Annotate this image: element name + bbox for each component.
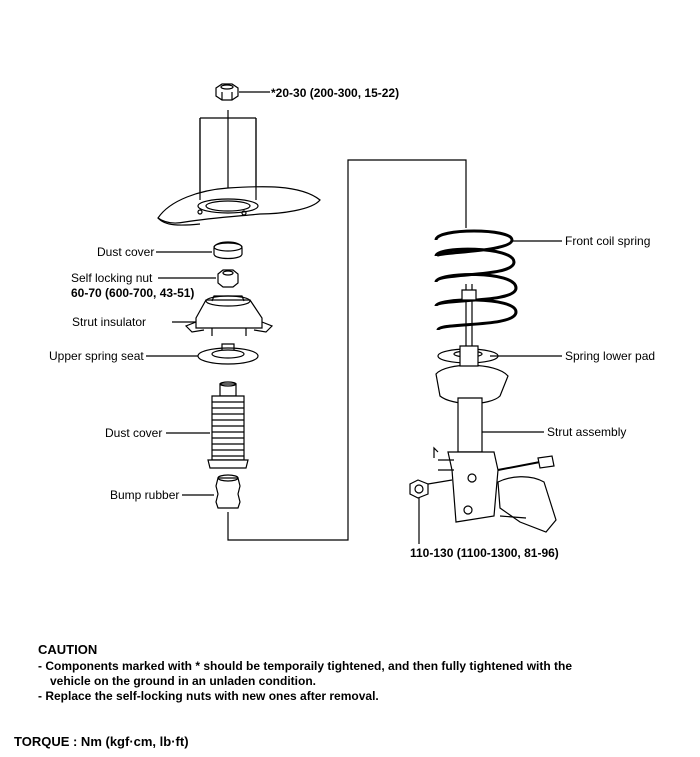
dust-cover-top-part (213, 241, 243, 260)
dust-cover-top-label: Dust cover (97, 245, 155, 259)
caution-notes: CAUTION - Components marked with * shoul… (38, 642, 572, 704)
front-coil-spring-label: Front coil spring (565, 234, 651, 248)
caution-line-3: - Replace the self-locking nuts with new… (38, 689, 379, 703)
top-nut (215, 83, 239, 101)
self-locking-nut-part (217, 269, 239, 288)
torque-unit-label: TORQUE : Nm (kgf·cm, lb·ft) (14, 734, 189, 749)
strut-insulator-label: Strut insulator (72, 315, 147, 329)
bump-rubber-label: Bump rubber (110, 488, 180, 502)
caution-title: CAUTION (38, 642, 98, 657)
strut-assembly-part (427, 345, 509, 523)
bellows-part (207, 381, 249, 469)
upper-spring-seat-label: Upper spring seat (49, 349, 144, 363)
nut-torque-label: *20-30 (200-300, 15-22) (271, 86, 400, 100)
caution-line-1: - Components marked with * should be tem… (38, 659, 573, 673)
bottom-nut-part (409, 479, 429, 499)
knuckle-part (497, 455, 557, 533)
caution-line-2: vehicle on the ground in an unladen cond… (50, 674, 317, 688)
connector-line (227, 159, 467, 541)
strut-insulator-part (184, 295, 274, 336)
strut-assembly-label: Strut assembly (547, 425, 627, 439)
bump-rubber-part (215, 474, 241, 509)
dust-cover-lower-label: Dust cover (105, 426, 163, 440)
body-mount (157, 110, 321, 226)
upper-spring-seat-part (197, 343, 259, 365)
bottom-torque-label: 110-130 (1100-1300, 81-96) (410, 546, 559, 560)
spring-lower-pad-label: Spring lower pad (565, 349, 656, 363)
self-locking-torque-label: 60-70 (600-700, 43-51) (71, 286, 195, 300)
self-locking-nut-label: Self locking nut (71, 271, 153, 285)
coil-spring-part (434, 229, 518, 332)
strut-shaft (461, 284, 477, 346)
